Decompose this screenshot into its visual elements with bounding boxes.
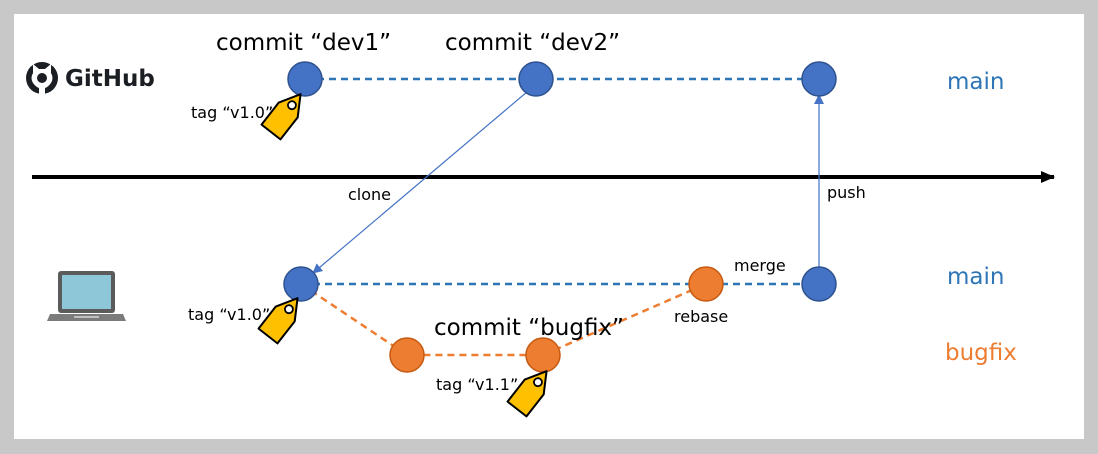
local-branch-bugfix-label: bugfix [945,340,1017,366]
commit-dev1-label: commit “dev1” [216,30,391,56]
commit-bugfix-label: commit “bugfix” [434,315,624,341]
local-branch-main-label: main [947,264,1004,290]
merge-label: merge [734,256,786,275]
bugfix-commit-1-node [389,337,425,373]
clone-label: clone [348,185,391,204]
remote-main-head-node [801,61,837,97]
local-tag-bugfix-label: tag “v1.1” [436,375,518,394]
git-workflow-diagram: GitHub commit “dev1” commit “dev2” tag “… [14,14,1084,439]
remote-commit-dev1-node [287,61,323,97]
bugfix-commit-2-node [525,337,561,373]
local-tag-main-label: tag “v1.0” [188,305,270,324]
remote-branch-main-label: main [947,69,1004,95]
commit-dev2-label: commit “dev2” [445,30,620,56]
remote-commit-dev2-node [518,61,554,97]
laptop-icon [47,271,126,321]
github-logo-text: GitHub [65,66,155,92]
rebase-label: rebase [674,307,728,326]
bugfix-branch-line [300,282,707,357]
github-octocat-icon [26,62,58,94]
local-main-head-node [801,266,837,302]
local-commit-node [283,266,319,302]
rebase-commit-node [688,266,724,302]
push-label: push [827,183,866,202]
diagram-canvas: GitHub commit “dev1” commit “dev2” tag “… [26,30,1055,418]
clone-arrow [312,85,535,274]
remote-tag-label: tag “v1.0” [191,103,273,122]
